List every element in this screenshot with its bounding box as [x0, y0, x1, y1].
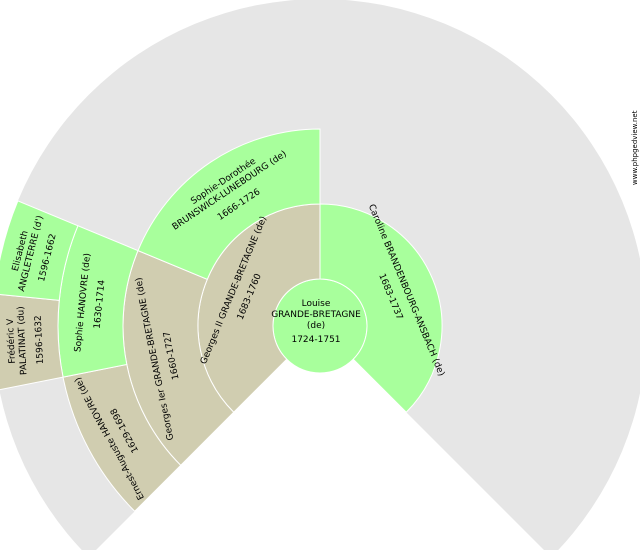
- ancestor-cell-fm[interactable]: [137, 128, 321, 280]
- ancestor-cell-mother[interactable]: [319, 203, 443, 413]
- ancestor-name-ffmf: PALATINAT (du): [16, 306, 29, 375]
- watermark: www.phpgedview.net: [631, 110, 639, 185]
- ancestor-dates-ffmf: 1596-1632: [34, 315, 46, 364]
- ancestor-cell-ffmm[interactable]: [0, 200, 79, 301]
- root-given-name: Louise: [302, 299, 331, 309]
- root-dates: 1724-1751: [291, 335, 340, 345]
- ancestor-dates-ffm: 1630-1714: [93, 279, 108, 329]
- root-particle: (de): [307, 321, 325, 331]
- root-surname: GRANDE-BRETAGNE: [271, 310, 361, 320]
- ancestor-given-ffmf: Frédéric V: [5, 318, 18, 364]
